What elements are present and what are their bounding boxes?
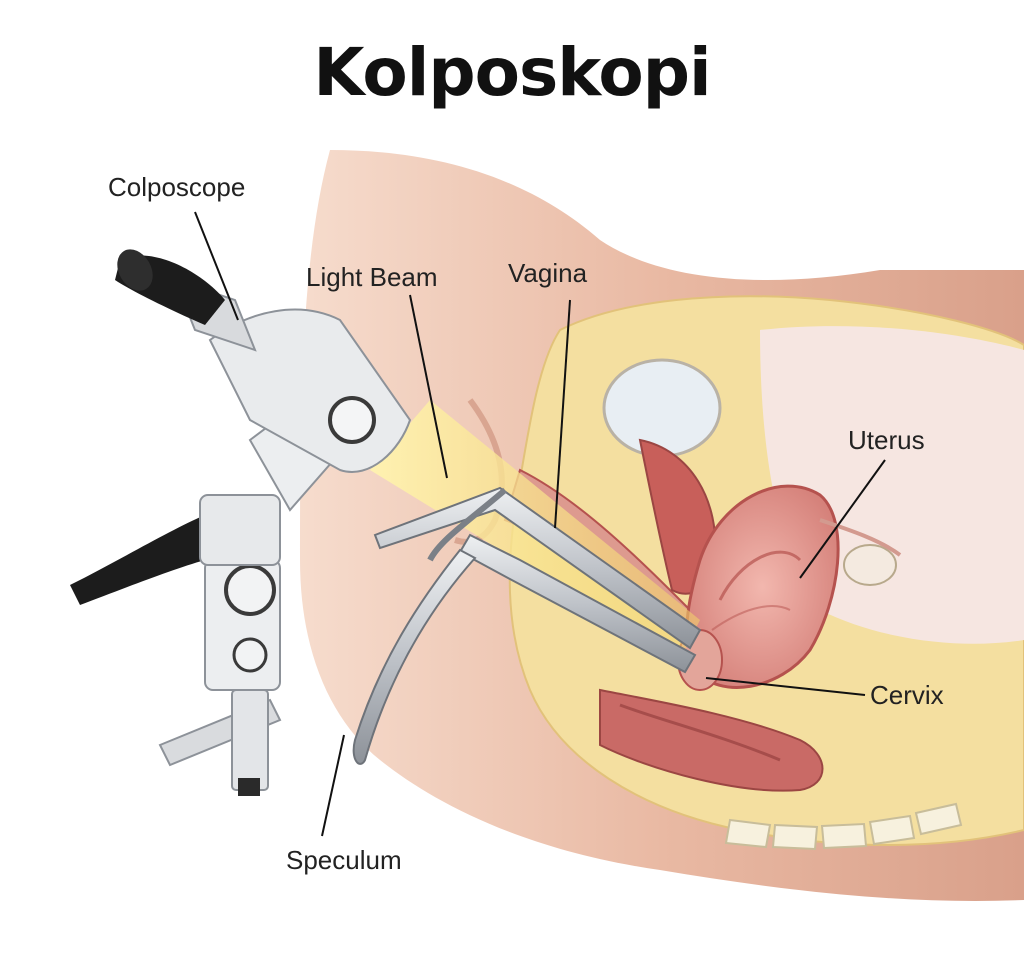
colposcope-device [70,249,412,796]
colposcope-label: Colposcope [108,172,246,202]
colposcope-leader [194,211,239,321]
speculum-leader [321,734,345,837]
vagina-leader [554,299,571,529]
rectum [599,688,824,792]
vagina-label: Vagina [508,258,588,288]
speculum-label: Speculum [286,845,402,875]
spine [724,802,963,851]
cervix-leader [705,677,866,696]
cervix-label: Cervix [870,680,944,710]
leader-lines [194,211,886,837]
speculum [352,486,702,765]
uterus-leader [799,459,886,579]
light-beam-leader [409,294,448,479]
light-beam-label: Light Beam [306,262,438,292]
page-title: Kolposkopi [313,34,711,111]
uterus-label: Uterus [848,425,925,455]
bladder [602,358,722,458]
ovary [819,518,902,586]
